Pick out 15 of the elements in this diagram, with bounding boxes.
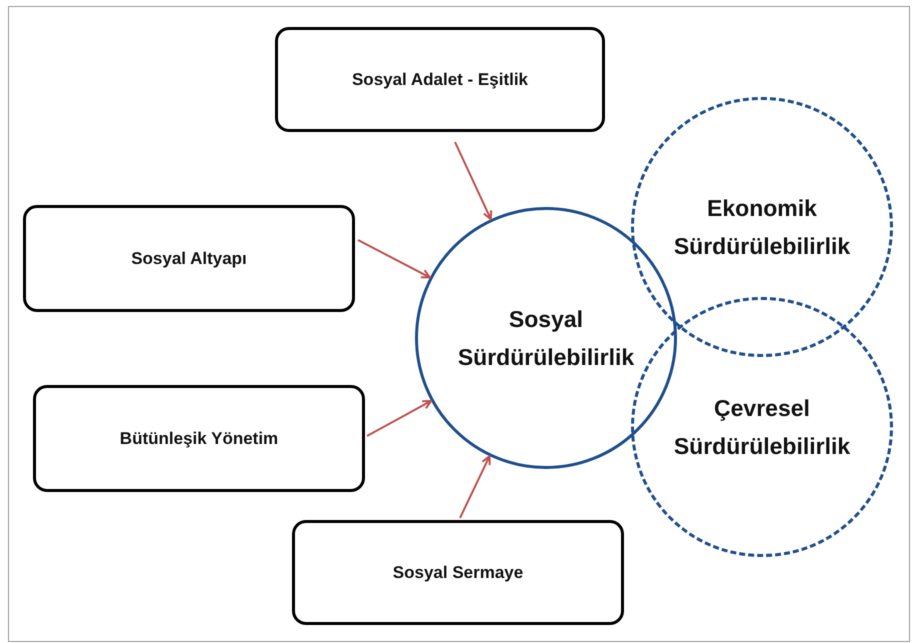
node-label: Bütünleşik Yönetim — [118, 428, 280, 450]
rounded-box — [23, 205, 355, 312]
rounded-box — [275, 27, 605, 132]
node-label: Çevresel Sürdürülebilirlik — [672, 394, 852, 461]
arrow — [459, 455, 491, 518]
node-label: Sosyal Sermaye — [392, 562, 524, 584]
rounded-box — [292, 520, 624, 625]
rounded-box — [33, 385, 365, 492]
arrow — [366, 400, 432, 437]
node-label: Ekonomik Sürdürülebilirlik — [672, 194, 852, 261]
node-label: Sosyal Adalet - Eşitlik — [350, 68, 530, 91]
node-label: Sosyal Sürdürülebilirlik — [456, 305, 636, 372]
arrow — [454, 142, 492, 220]
arrow — [358, 239, 431, 278]
node-label: Sosyal Altyapı — [130, 248, 248, 270]
